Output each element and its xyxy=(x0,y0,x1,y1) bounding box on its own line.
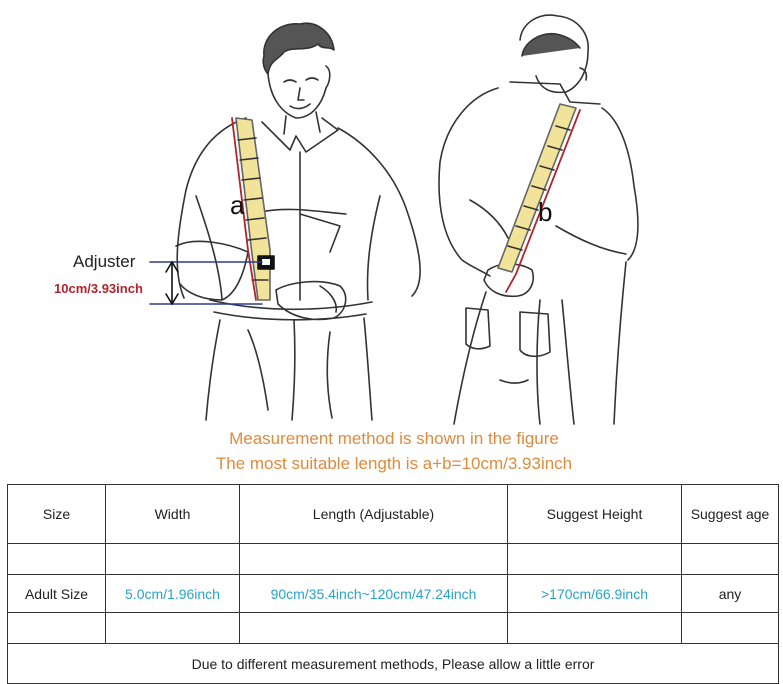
table-footer-note: Due to different measurement methods, Pl… xyxy=(7,643,779,684)
table-header-row: Size Width Length (Adjustable) Suggest H… xyxy=(7,484,779,544)
empty-cell xyxy=(507,612,682,644)
adjuster-measurement-label: 10cm/3.93inch xyxy=(54,281,143,296)
cell-suggest-height: >170cm/66.9inch xyxy=(507,574,682,613)
header-suggest-age: Suggest age xyxy=(681,484,779,544)
header-width: Width xyxy=(105,484,240,544)
size-table: Size Width Length (Adjustable) Suggest H… xyxy=(7,484,779,684)
back-figure xyxy=(438,14,639,425)
adjuster-label: Adjuster xyxy=(73,252,136,271)
front-length-marker-a: a xyxy=(230,190,245,220)
empty-cell xyxy=(681,612,779,644)
empty-cell xyxy=(239,543,508,575)
empty-cell xyxy=(239,612,508,644)
table-footer-row: Due to different measurement methods, Pl… xyxy=(7,643,779,684)
empty-cell xyxy=(681,543,779,575)
empty-cell xyxy=(7,543,106,575)
cell-suggest-age: any xyxy=(681,574,779,613)
empty-cell xyxy=(507,543,682,575)
table-row: Adult Size 5.0cm/1.96inch 90cm/35.4inch~… xyxy=(7,574,779,613)
front-figure xyxy=(149,22,421,421)
cell-size: Adult Size xyxy=(7,574,106,613)
back-length-marker-b: b xyxy=(538,197,553,227)
empty-cell xyxy=(105,612,240,644)
cell-length: 90cm/35.4inch~120cm/47.24inch xyxy=(239,574,508,613)
header-suggest-height: Suggest Height xyxy=(507,484,682,544)
suitable-length-caption: The most suitable length is a+b=10cm/3.9… xyxy=(215,454,573,473)
header-length: Length (Adjustable) xyxy=(239,484,508,544)
empty-cell xyxy=(105,543,240,575)
empty-cell xyxy=(7,612,106,644)
table-row-empty xyxy=(7,543,779,575)
measurement-illustration xyxy=(149,14,639,425)
measurement-method-caption: Measurement method is shown in the figur… xyxy=(229,429,559,448)
table-row-empty xyxy=(7,612,779,644)
cell-width: 5.0cm/1.96inch xyxy=(105,574,240,613)
header-size: Size xyxy=(7,484,106,544)
